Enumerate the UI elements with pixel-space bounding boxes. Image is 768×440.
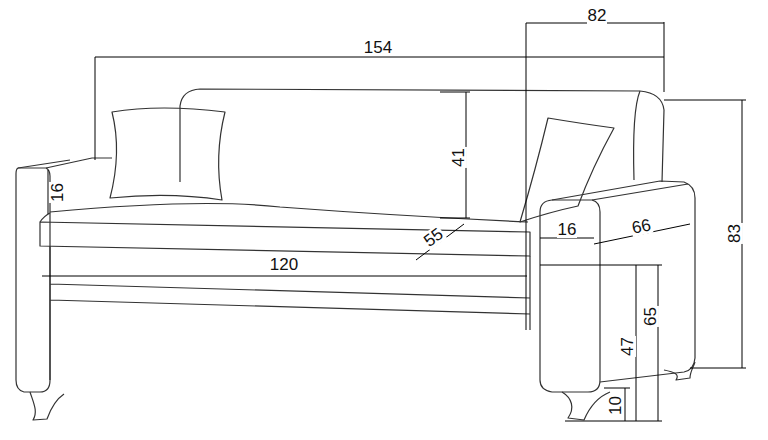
dimension-label: 154 [363, 39, 393, 56]
left-arm-front [16, 168, 50, 392]
dimension-label: 66 [629, 216, 653, 237]
dimension-label: 16 [557, 221, 578, 238]
dimension-line-10 [565, 388, 662, 421]
right-arm-top-line [592, 184, 688, 200]
dimension-label: 16 [48, 182, 65, 203]
left-leg [30, 392, 64, 420]
backrest-side [634, 91, 640, 180]
dimension-label: 41 [449, 147, 466, 168]
dimension-line-83 [664, 100, 746, 368]
dimension-line-55 [416, 224, 464, 260]
sofa-outline [16, 89, 695, 420]
left-arm-top [18, 158, 112, 168]
dimension-label: 47 [618, 336, 635, 357]
dimension-label: 120 [269, 256, 299, 273]
right-arm-side [552, 181, 695, 382]
dimension-label: 83 [725, 223, 742, 244]
dimension-label: 55 [420, 224, 447, 250]
left-pillow [110, 108, 225, 200]
sofa-base [50, 246, 530, 380]
right-pillow [520, 118, 614, 222]
dimension-lines [42, 22, 746, 421]
right-arm-front [540, 200, 600, 392]
dimension-label: 82 [587, 7, 608, 24]
seat-back-edge [50, 203, 528, 222]
backrest [180, 89, 664, 182]
dimension-line-154 [95, 22, 664, 160]
back-leg [664, 362, 695, 380]
dimension-line-41 [440, 92, 470, 218]
dimension-line-65 [540, 265, 662, 421]
seat-cushion-front [40, 222, 530, 256]
dimension-label: 65 [641, 306, 658, 327]
right-leg [562, 392, 610, 420]
seat-corner [40, 213, 50, 222]
dimension-line-120 [42, 276, 527, 277]
dimension-line-82 [526, 23, 664, 330]
dimension-line-16-right [540, 238, 594, 239]
dimension-label: 10 [606, 395, 623, 416]
